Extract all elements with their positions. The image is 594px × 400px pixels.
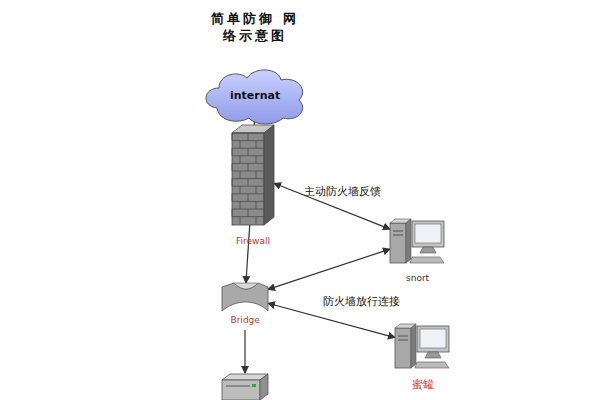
diagram-title: 简单防御 网络示意图 bbox=[205, 10, 305, 44]
network-node: 蜜罐 bbox=[395, 320, 450, 370]
network-node: internat bbox=[205, 68, 305, 122]
bridge-symbol bbox=[222, 283, 268, 311]
server-link bbox=[244, 330, 245, 373]
edge-label: 防火墙放行连接 bbox=[323, 294, 400, 309]
node-label: internat bbox=[230, 89, 280, 102]
node-label: 蜜罐 bbox=[412, 377, 434, 392]
node-label: Bridge bbox=[231, 315, 260, 325]
connector-line bbox=[274, 183, 390, 229]
network-node: snort bbox=[390, 215, 445, 265]
network-node: Bridge bbox=[222, 283, 268, 311]
edge-label: 主动防火墙反馈 bbox=[304, 184, 381, 199]
node-label: Firewall bbox=[236, 236, 270, 246]
server-symbol bbox=[222, 374, 268, 400]
connector-line bbox=[268, 249, 390, 289]
connector-line bbox=[246, 225, 250, 283]
pc-symbol bbox=[390, 215, 445, 265]
node-label: snort bbox=[406, 273, 429, 283]
pc-symbol bbox=[395, 320, 450, 370]
network-node: Firewall bbox=[232, 125, 274, 225]
wall-symbol bbox=[232, 125, 274, 225]
